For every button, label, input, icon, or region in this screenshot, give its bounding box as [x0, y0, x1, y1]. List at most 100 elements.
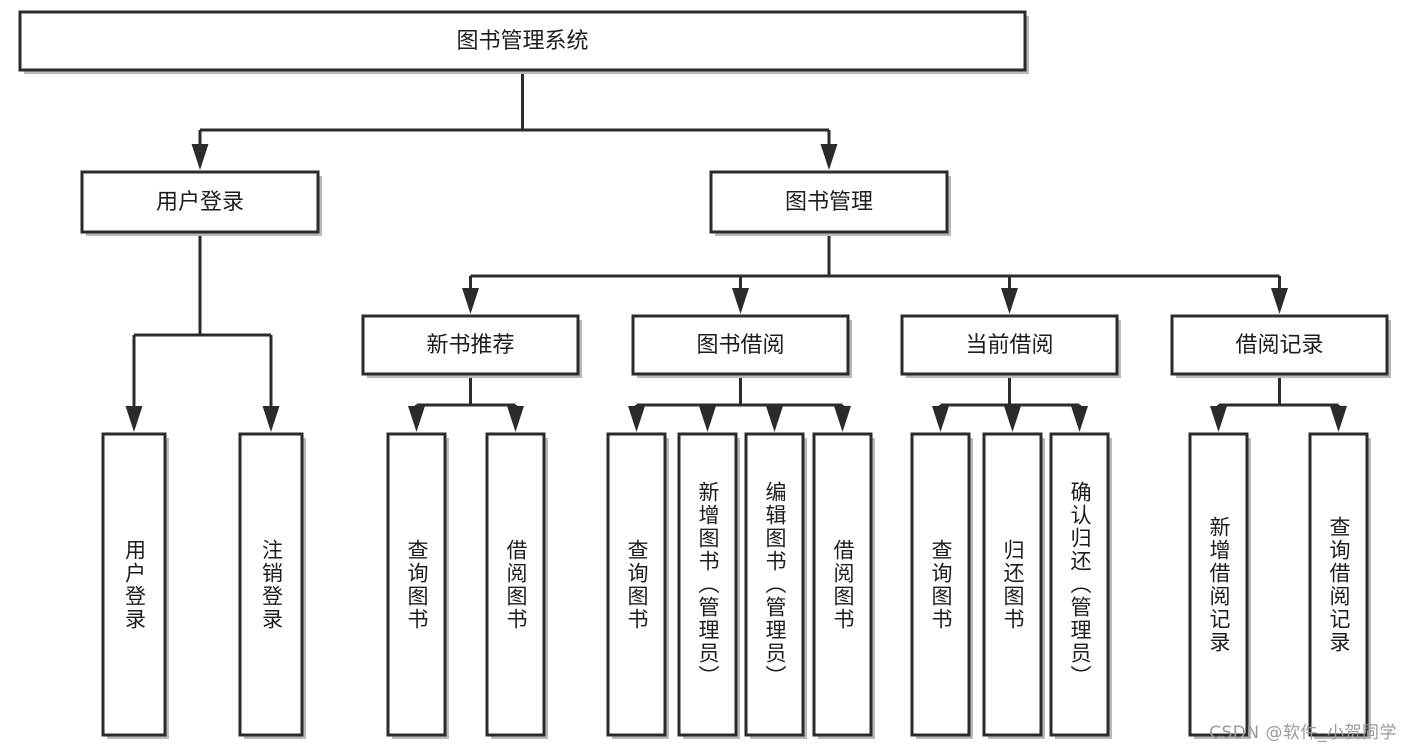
node-box[interactable]	[709, 170, 949, 234]
node-label: 用户登录	[122, 538, 147, 631]
node-label-container: 确认归还（管理员）	[1051, 434, 1108, 735]
node-leaf-logout[interactable]: 注销登录	[238, 432, 306, 739]
node-leaf-borrow-book-1[interactable]: 借阅图书	[485, 432, 548, 739]
node-box[interactable]	[238, 432, 304, 737]
node-label-container: 查询图书	[928, 538, 953, 631]
node-root[interactable]: 图书管理系统	[18, 10, 1029, 74]
node-label-container: 新增借阅记录	[1190, 434, 1247, 735]
node-label: 查询借阅记录	[1326, 515, 1351, 654]
node-box[interactable]	[1170, 314, 1389, 376]
arrow-head-icon	[125, 406, 143, 432]
node-book-borrow[interactable]: 图书借阅	[631, 314, 852, 378]
node-label-wrap: 用户登录	[103, 434, 165, 735]
node-box[interactable]	[812, 432, 873, 737]
arrow-head-icon	[462, 288, 479, 314]
arrow-head-icon	[262, 406, 280, 432]
node-label: 用户登录	[156, 190, 244, 215]
node-leaf-borrow-book-2[interactable]: 借阅图书	[812, 432, 875, 739]
node-label: 查询图书	[404, 538, 429, 631]
node-leaf-edit-book[interactable]: 编辑图书（管理员）	[744, 432, 807, 739]
node-leaf-query-record[interactable]: 查询借阅记录	[1308, 432, 1371, 739]
node-label-container: 编辑图书（管理员）	[746, 434, 803, 735]
node-box[interactable]	[361, 314, 580, 376]
node-leaf-query-book-3[interactable]: 查询图书	[910, 432, 973, 739]
node-box[interactable]	[386, 432, 447, 737]
node-label: 查询图书	[624, 538, 649, 631]
node-label-container: 查询图书	[608, 434, 665, 735]
node-label-wrap: 编辑图书（管理员）	[746, 434, 803, 735]
arrow-head-icon	[191, 144, 209, 170]
node-label-container: 借阅图书	[487, 434, 544, 735]
arrow-head-icon	[1330, 406, 1347, 432]
node-box[interactable]	[677, 432, 738, 737]
node-label-container: 查询图书	[388, 434, 445, 735]
node-label: 图书管理	[785, 190, 873, 215]
node-leaf-query-book-1[interactable]: 查询图书	[386, 432, 449, 739]
node-box[interactable]	[982, 432, 1043, 737]
node-leaf-add-record[interactable]: 新增借阅记录	[1188, 432, 1251, 739]
node-leaf-user-login[interactable]: 用户登录	[101, 432, 169, 739]
node-label: 借阅图书	[503, 538, 528, 631]
node-leaf-query-book-2[interactable]: 查询图书	[606, 432, 669, 739]
arrow-head-icon	[628, 406, 645, 432]
node-label: 归还图书	[1000, 538, 1025, 631]
arrow-head-icon	[1001, 288, 1018, 314]
arrow-head-icon	[1210, 406, 1227, 432]
node-box[interactable]	[80, 170, 320, 234]
node-current-borrow[interactable]: 当前借阅	[900, 314, 1121, 378]
node-label-container: 查询借阅记录	[1326, 515, 1351, 654]
node-label-container: 借阅图书	[830, 538, 855, 631]
node-box[interactable]	[900, 314, 1119, 376]
arrow-head-icon	[699, 406, 716, 432]
node-label: 编辑图书（管理员）	[762, 481, 787, 688]
node-label-wrap: 新增借阅记录	[1190, 434, 1247, 735]
node-box[interactable]	[18, 10, 1027, 72]
node-label-container: 用户登录	[103, 434, 165, 735]
node-label: 借阅记录	[1235, 333, 1323, 358]
node-label-container: 注销登录	[240, 434, 302, 735]
node-new-book-recommend[interactable]: 新书推荐	[361, 314, 582, 378]
node-label-wrap: 借阅图书	[487, 434, 544, 735]
node-user-login[interactable]: 用户登录	[80, 170, 322, 236]
arrow-head-icon	[1004, 406, 1021, 432]
arrow-head-icon	[408, 406, 425, 432]
node-leaf-return-book[interactable]: 归还图书	[982, 432, 1045, 739]
node-box[interactable]	[1308, 432, 1369, 737]
node-label-wrap: 注销登录	[240, 434, 302, 735]
arrow-head-icon	[1271, 288, 1288, 314]
node-label-wrap: 确认归还（管理员）	[1051, 434, 1108, 735]
node-book-manage[interactable]: 图书管理	[709, 170, 951, 236]
node-label: 确认归还（管理员）	[1067, 481, 1092, 688]
node-box[interactable]	[1049, 432, 1110, 737]
node-leaf-add-book[interactable]: 新增图书（管理员）	[677, 432, 740, 739]
node-label-wrap: 归还图书	[984, 434, 1041, 735]
node-label: 新增借阅记录	[1206, 515, 1231, 654]
node-label-wrap: 新增图书（管理员）	[679, 434, 736, 735]
node-label: 查询图书	[928, 538, 953, 631]
node-box[interactable]	[910, 432, 971, 737]
node-box[interactable]	[606, 432, 667, 737]
arrow-head-icon	[507, 406, 524, 432]
arrow-head-icon	[732, 288, 749, 314]
arrow-head-icon	[820, 144, 838, 170]
node-box[interactable]	[631, 314, 850, 376]
node-box[interactable]	[744, 432, 805, 737]
node-box[interactable]	[485, 432, 546, 737]
node-label: 新增图书（管理员）	[695, 481, 720, 688]
arrow-head-icon	[1071, 406, 1088, 432]
node-label: 当前借阅	[965, 333, 1053, 358]
node-box[interactable]	[101, 432, 167, 737]
node-label-container: 新增图书（管理员）	[679, 434, 736, 735]
node-label: 借阅图书	[830, 538, 855, 631]
node-label-wrap: 查询图书	[608, 434, 665, 735]
arrow-head-icon	[834, 406, 851, 432]
arrow-head-icon	[766, 406, 783, 432]
node-label-wrap: 查询图书	[388, 434, 445, 735]
node-box[interactable]	[1188, 432, 1249, 737]
node-borrow-record[interactable]: 借阅记录	[1170, 314, 1391, 378]
node-label: 图书管理系统	[456, 29, 588, 54]
node-label-container: 归还图书	[984, 434, 1041, 735]
node-leaf-confirm-return[interactable]: 确认归还（管理员）	[1049, 432, 1112, 739]
